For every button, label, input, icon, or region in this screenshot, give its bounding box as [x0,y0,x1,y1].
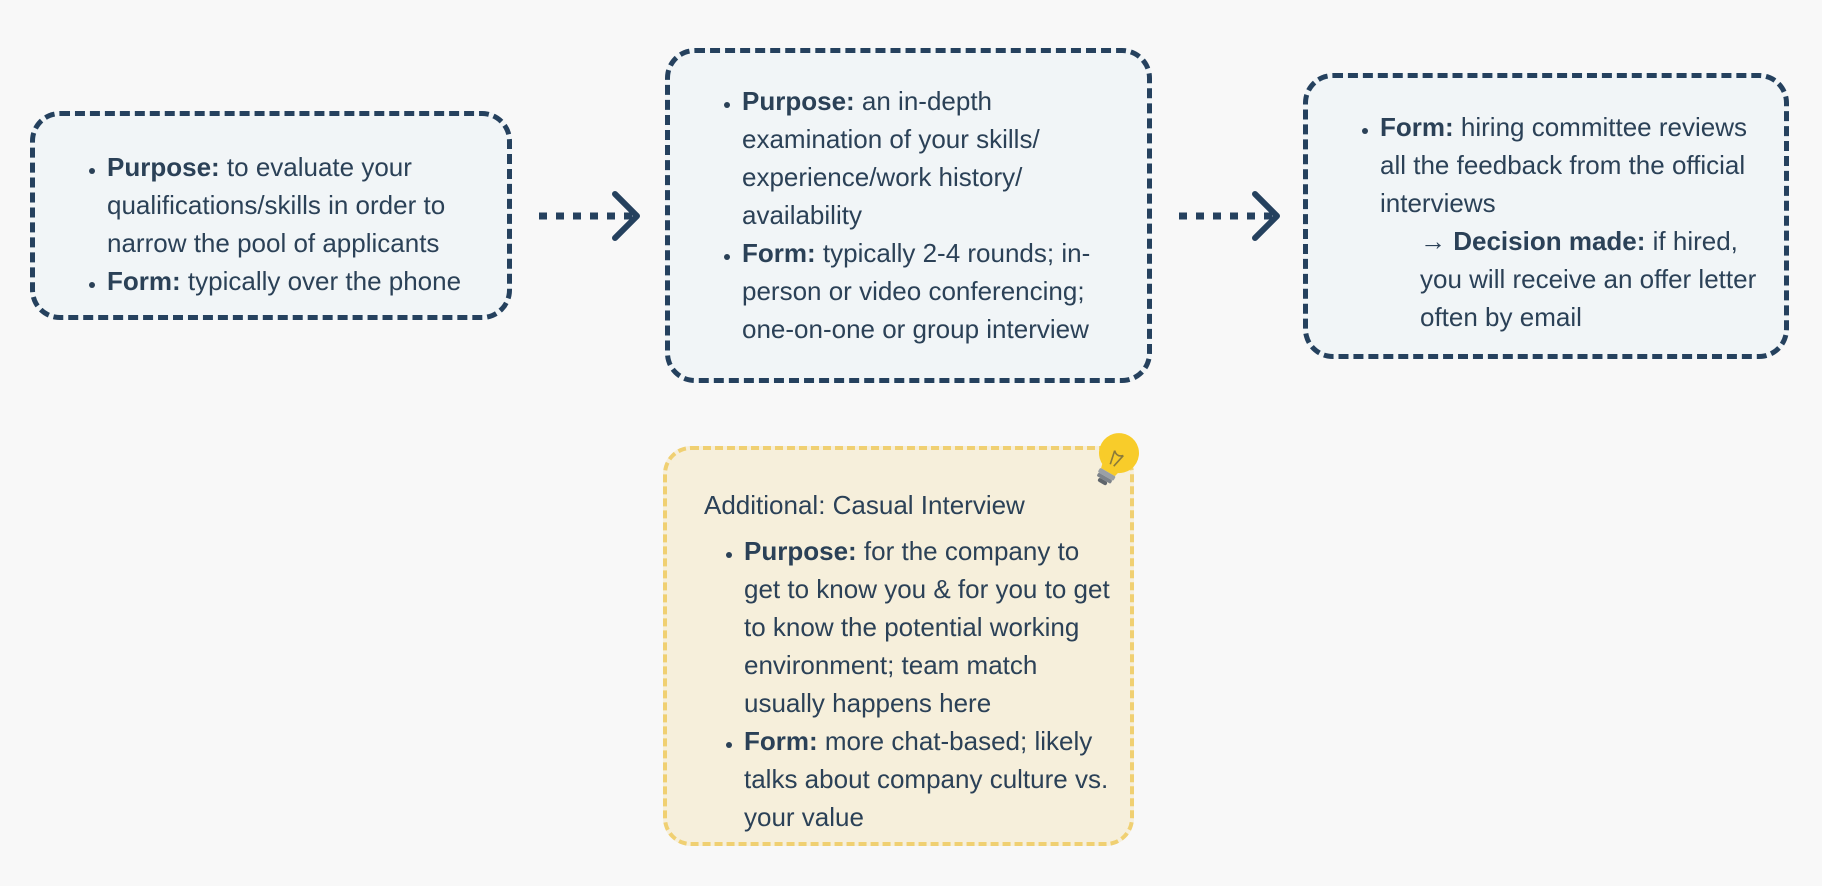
right-arrow-icon: → [1420,226,1446,256]
stage-box-decision: Form: hiring committee reviews all the f… [1303,73,1789,359]
arrow-2-head [1252,191,1280,241]
lightbulb-icon [1097,433,1139,486]
stage-1-form: Form: typically over the phone [107,262,487,300]
note-list: Purpose: for the company to get to know … [704,532,1110,836]
stage-1-list: Purpose: to evaluate your qualifications… [69,148,487,300]
stage-3-form: Form: hiring committee reviews all the f… [1380,108,1770,336]
casual-interview-note: Additional: Casual Interview Purpose: fo… [663,446,1134,846]
note-purpose: Purpose: for the company to get to know … [744,532,1110,722]
stage-3-list: Form: hiring committee reviews all the f… [1342,108,1770,336]
stage-2-purpose: Purpose: an in-depth examination of your… [742,82,1131,234]
decision-line: → Decision made: if hired, you will rece… [1420,226,1757,332]
arrow-1-head [612,191,640,241]
flow-arrow-2 [1179,191,1280,241]
stage-box-phone-screen: Purpose: to evaluate your qualifications… [30,111,512,320]
note-form: Form: more chat-based; likely talks abou… [744,722,1110,836]
flow-arrow-1 [539,191,640,241]
stage-1-purpose: Purpose: to evaluate your qualifications… [107,148,487,262]
note-title: Additional: Casual Interview [704,490,1025,520]
stage-2-form: Form: typically 2-4 rounds; in-person or… [742,234,1131,348]
stage-2-list: Purpose: an in-depth examination of your… [704,82,1131,348]
stage-box-official-interviews: Purpose: an in-depth examination of your… [665,48,1152,383]
